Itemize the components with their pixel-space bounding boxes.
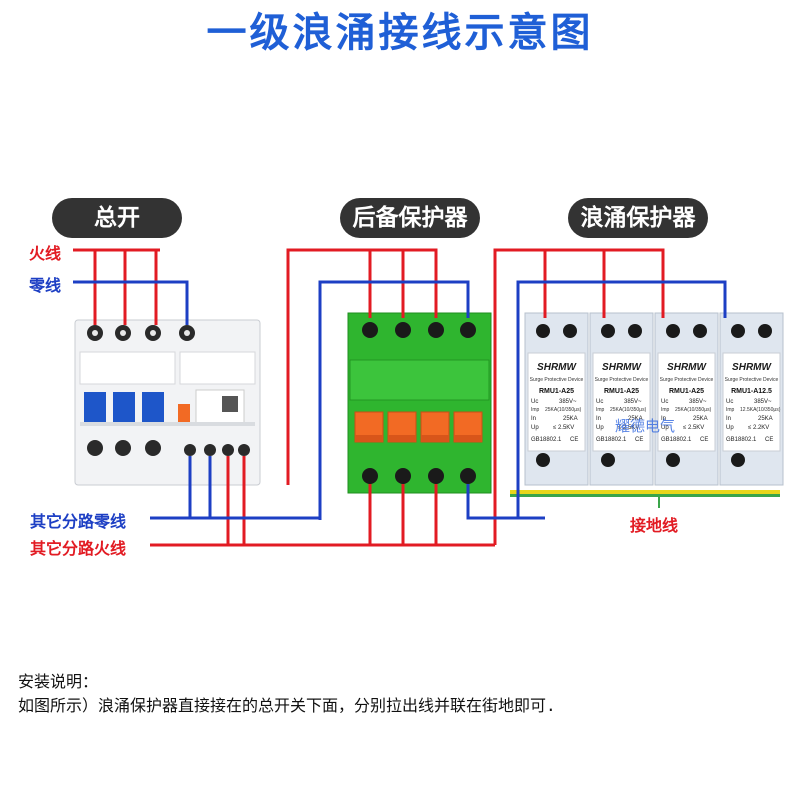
spd-in-value: 25KA <box>563 416 578 422</box>
spd-uc-label: Uc <box>726 399 733 405</box>
spd-in-label: In <box>661 416 666 422</box>
spd-brand: SHRMW <box>602 362 642 373</box>
spd-ce-mark: CE <box>635 437 643 443</box>
spd-brand: SHRMW <box>667 362 707 373</box>
spd-subtitle: Surge Protective Device <box>725 377 779 383</box>
spd-uc-label: Uc <box>596 399 603 405</box>
spd-subtitle: Surge Protective Device <box>530 377 584 383</box>
spd-imp-value: 25KA(10/350μs) <box>610 407 647 413</box>
spd-brand: SHRMW <box>732 362 772 373</box>
spd-subtitle: Surge Protective Device <box>595 377 649 383</box>
spd-standard: GB18802.1 <box>596 437 627 443</box>
spd-standard: GB18802.1 <box>531 437 562 443</box>
spd-imp-label: Imp <box>726 407 735 413</box>
spd-brand: SHRMW <box>537 362 577 373</box>
spd-imp-value: 25KA(10/350μs) <box>675 407 712 413</box>
wire-label-live: 火线 <box>29 244 62 263</box>
spd-in-label: In <box>531 416 536 422</box>
backup-protector-breaker <box>347 312 492 494</box>
spd-standard: GB18802.1 <box>661 437 692 443</box>
spd-uc-label: Uc <box>531 399 538 405</box>
spd-imp-label: Imp <box>531 407 540 413</box>
spd-up-value: ≤ 2.2KV <box>748 425 769 431</box>
spd-in-value: 25KA <box>758 416 773 422</box>
notes-heading: 安装说明： <box>18 672 99 691</box>
spd-up-label: Up <box>726 425 734 431</box>
wire-label-other-neutral: 其它分路零线 <box>30 512 127 531</box>
spd-in-label: In <box>596 416 601 422</box>
notes-body: 如图所示）浪涌保护器直接接在的总开关下面，分别拉出线并联在街地即可. <box>18 696 556 715</box>
spd-model: RMU1-A25 <box>669 388 704 395</box>
section-label-main-switch: 总开 <box>52 198 182 238</box>
spd-uc-value: 385V~ <box>689 399 707 405</box>
spd-uc-label: Uc <box>661 399 668 405</box>
spd-model: RMU1-A12.5 <box>731 388 772 395</box>
spd-uc-value: 385V~ <box>754 399 772 405</box>
wire-label-other-live: 其它分路火线 <box>30 539 127 558</box>
spd-standard: GB18802.1 <box>726 437 757 443</box>
spd-in-value: 25KA <box>693 416 708 422</box>
section-label-surge-protector: 浪涌保护器 <box>568 198 708 238</box>
spd-up-value: ≤ 2.5KV <box>553 425 574 431</box>
spd-uc-value: 385V~ <box>559 399 577 405</box>
spd-imp-label: Imp <box>661 407 670 413</box>
spd-up-label: Up <box>596 425 604 431</box>
section-label-backup-protector: 后备保护器 <box>340 198 480 238</box>
spd-in-value: 25KA <box>628 416 643 422</box>
spd-up-label: Up <box>661 425 669 431</box>
wire-label-neutral: 零线 <box>29 276 62 295</box>
spd-ce-mark: CE <box>570 437 578 443</box>
spd-imp-label: Imp <box>596 407 605 413</box>
spd-imp-value: 12.5KA(10/350μs) <box>740 407 781 413</box>
spd-uc-value: 385V~ <box>624 399 642 405</box>
ground-bar <box>510 490 780 497</box>
spd-ce-mark: CE <box>765 437 773 443</box>
spd-ce-mark: CE <box>700 437 708 443</box>
main-switch-breaker <box>74 319 261 486</box>
page-title: 一级浪涌接线示意图 <box>206 10 594 56</box>
spd-up-value: ≤ 2.5KV <box>683 425 704 431</box>
spd-in-label: In <box>726 416 731 422</box>
spd-subtitle: Surge Protective Device <box>660 377 714 383</box>
installation-notes: 安装说明： 如图所示）浪涌保护器直接接在的总开关下面，分别拉出线并联在街地即可. <box>18 670 556 718</box>
spd-imp-value: 25KA(10/350μs) <box>545 407 582 413</box>
spd-up-label: Up <box>531 425 539 431</box>
spd-up-value: ≤ 2.5KV <box>618 425 639 431</box>
spd-model: RMU1-A25 <box>604 388 639 395</box>
spd-model: RMU1-A25 <box>539 388 574 395</box>
watermark: 耀德电气 <box>615 417 676 435</box>
wire-label-ground: 接地线 <box>630 516 679 535</box>
